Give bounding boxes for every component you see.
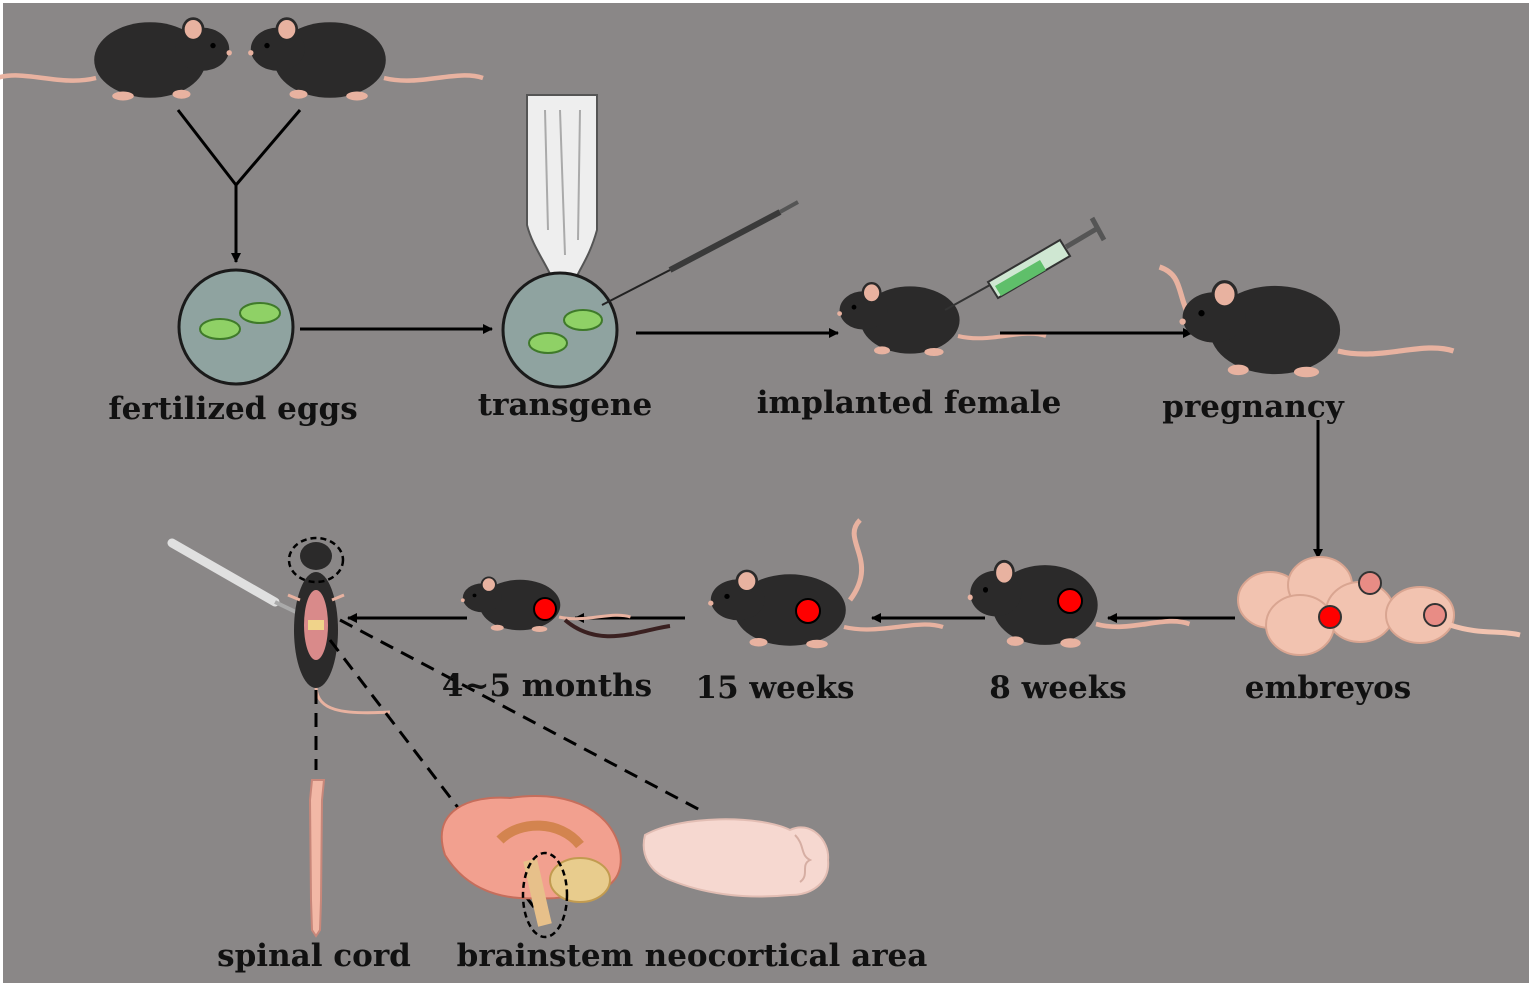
dissected-mouse-icon (287, 542, 391, 715)
mating-connector (176, 109, 302, 263)
spinal-cord-icon (308, 779, 326, 938)
dissection-region-outline (287, 536, 345, 584)
step-label-15-weeks: 15 weeks (695, 670, 855, 706)
step-label-8-weeks: 8 weeks (989, 670, 1127, 706)
mouse-icon (248, 19, 483, 101)
step-label-4-5-months: 4~5 months (441, 668, 653, 704)
step-label-embryos: embreyos (1244, 670, 1412, 706)
mouse-icon (837, 283, 1046, 356)
marker-dot (795, 598, 821, 624)
mouse-brain-icon (642, 818, 830, 898)
marker-dot (1057, 588, 1083, 614)
tissue-label-spinal-cord: spinal cord (217, 938, 411, 974)
micropipette-icon (526, 94, 598, 279)
petri-dish-icon (177, 268, 295, 386)
mouse-tail (563, 618, 671, 639)
step-label-fertilized-eggs: fertilized eggs (108, 391, 358, 427)
scalpel-icon (167, 538, 301, 616)
tissue-label-brainstem: brainstem (456, 938, 634, 974)
embryo-icon (1237, 556, 1521, 656)
petri-dish-icon (501, 271, 619, 389)
step-label-implanted-female: implanted female (756, 385, 1062, 421)
step-label-pregnancy: pregnancy (1162, 389, 1344, 425)
mouse-tail (847, 518, 864, 602)
tissue-label-neocortical-area: neocortical area (644, 938, 928, 974)
syringe-icon (944, 216, 1107, 311)
step-label-transgene: transgene (477, 387, 653, 423)
mouse-icon (0, 19, 232, 101)
syringe-icon (601, 200, 799, 306)
mouse-icon (708, 571, 943, 648)
marker-dot (533, 597, 557, 621)
mouse-icon (1158, 264, 1454, 377)
diagram-background (3, 3, 1529, 983)
brain-icon (440, 794, 622, 939)
